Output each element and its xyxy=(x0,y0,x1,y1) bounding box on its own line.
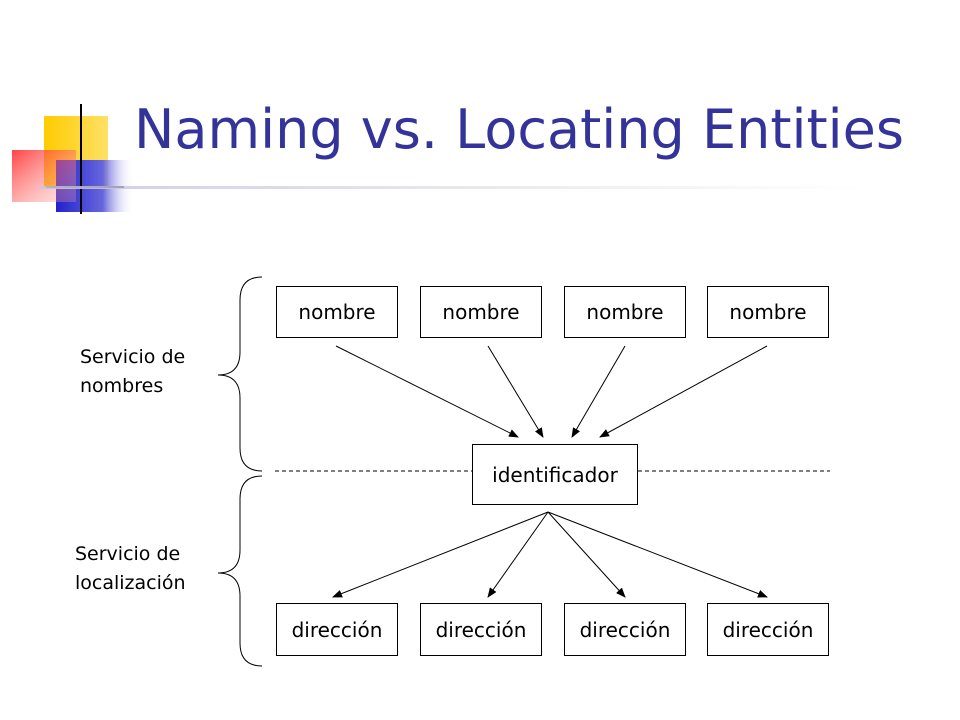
title-underline xyxy=(40,186,860,189)
address-node: dirección xyxy=(276,603,398,656)
naming-service-label: Servicio de nombres xyxy=(80,343,185,401)
location-service-label-line2: localización xyxy=(75,572,186,594)
brace-location-service xyxy=(217,475,263,667)
location-service-label: Servicio de localización xyxy=(75,540,186,598)
brace-naming-service xyxy=(217,276,263,472)
arrow-name2-to-identifier xyxy=(487,345,544,438)
arrow-identifier-to-address1 xyxy=(332,511,549,598)
name-node: nombre xyxy=(276,286,398,338)
naming-service-label-line2: nombres xyxy=(80,375,164,397)
name-node: nombre xyxy=(420,286,542,338)
name-node: nombre xyxy=(707,286,829,338)
address-node: dirección xyxy=(707,603,829,656)
naming-service-label-line1: Servicio de xyxy=(80,346,186,368)
arrow-name1-to-identifier xyxy=(335,345,519,438)
address-node: dirección xyxy=(564,603,686,656)
arrow-identifier-to-address2 xyxy=(487,511,549,598)
arrow-name3-to-identifier xyxy=(571,345,626,438)
arrow-identifier-to-address3 xyxy=(547,511,626,598)
location-service-label-line1: Servicio de xyxy=(75,543,181,565)
logo-red-square xyxy=(12,150,76,202)
identifier-node: identificador xyxy=(472,444,638,505)
slide-title: Naming vs. Locating Entities xyxy=(134,98,905,161)
name-node: nombre xyxy=(564,286,686,338)
arrow-name4-to-identifier xyxy=(599,345,768,438)
arrow-identifier-to-address4 xyxy=(547,511,768,598)
address-node: dirección xyxy=(420,603,542,656)
